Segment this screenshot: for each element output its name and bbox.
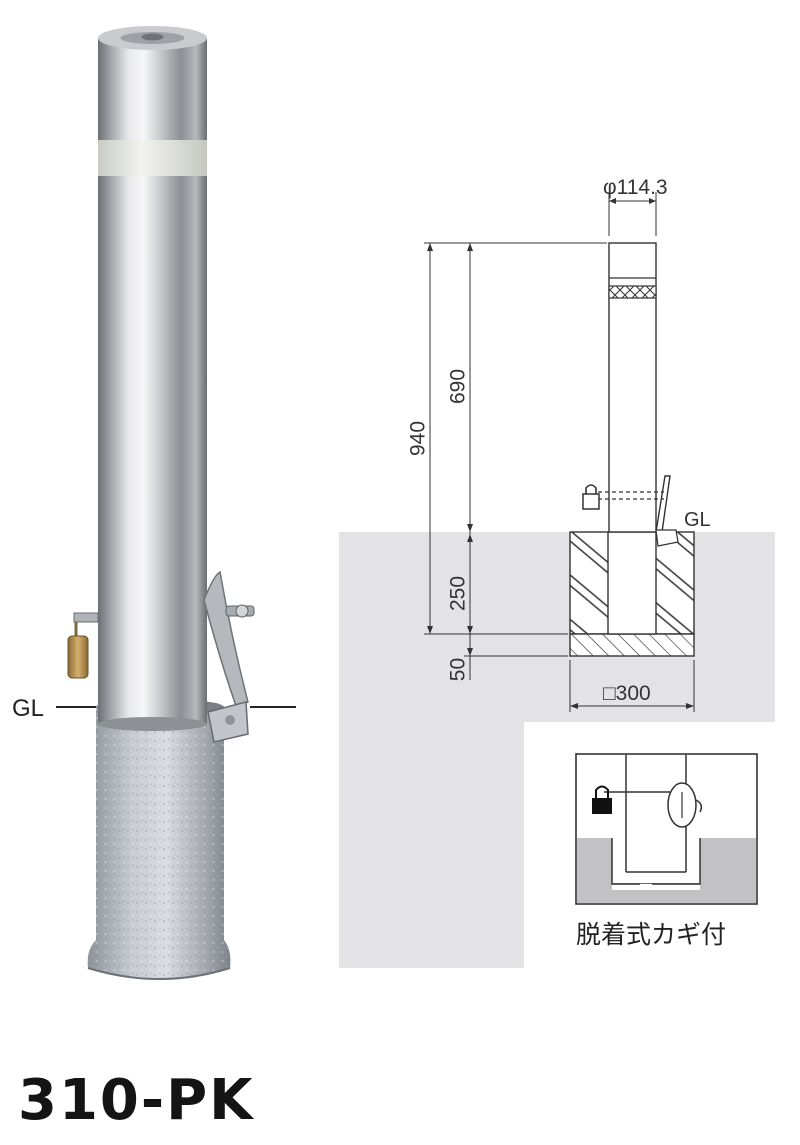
inset-caption: 脱着式カギ付 (576, 920, 727, 949)
padlock-icon (582, 493, 600, 510)
ground-level-label: GL (12, 695, 45, 722)
drawing-ground-label: GL (684, 509, 711, 531)
dim-690: 690 (446, 368, 470, 405)
dim-50: 50 (446, 657, 470, 682)
padlock-detail-icon (592, 798, 612, 814)
dim-diameter: φ114.3 (603, 176, 668, 199)
reflective-band (608, 285, 657, 299)
dim-300: □300 (603, 682, 651, 705)
dim-940: 940 (406, 420, 430, 457)
dim-250: 250 (446, 575, 470, 612)
model-number: 310-PK (18, 1068, 255, 1133)
lock-detail-inset (575, 753, 758, 905)
foundation-base (569, 633, 695, 657)
